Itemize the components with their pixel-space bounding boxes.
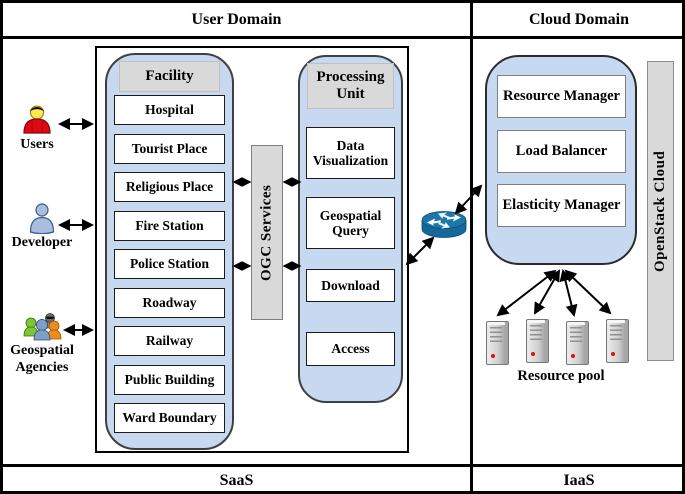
- geospatial-agencies-icon: [21, 312, 63, 342]
- resource-pool-label: Resource pool: [517, 367, 605, 384]
- facility-item-religious-place: Religious Place: [114, 172, 225, 202]
- openstack-cloud-bar: OpenStack Cloud: [647, 61, 674, 361]
- iaas-label: IaaS: [563, 471, 595, 489]
- facility-item-police-station: Police Station: [114, 249, 225, 279]
- cloud-item-elasticity-manager: Elasticity Manager: [497, 184, 626, 227]
- server-icon: [526, 319, 549, 363]
- cloud-domain-header: Cloud Domain: [473, 3, 682, 39]
- users-label: Users: [20, 137, 54, 152]
- processing-item-data-visualization: Data Visualization: [306, 127, 395, 179]
- geospatial-agencies-label: Geospatial Agencies: [10, 343, 74, 375]
- processing-unit-title: Processing Unit: [307, 63, 394, 109]
- user-icon: [19, 102, 55, 136]
- facility-item-public-building: Public Building: [114, 365, 225, 395]
- ogc-services-bar: OGC Services: [251, 145, 283, 320]
- cloud-item-resource-manager: Resource Manager: [497, 75, 626, 118]
- server-icon: [606, 319, 629, 363]
- ogc-services-label: OGC Services: [258, 184, 275, 281]
- processing-item-download: Download: [306, 269, 395, 302]
- processing-item-geospatial-query: Geospatial Query: [306, 197, 395, 249]
- user-domain-title: User Domain: [191, 10, 282, 28]
- facility-item-railway: Railway: [114, 326, 225, 356]
- facility-title: Facility: [119, 61, 220, 92]
- facility-item-ward-boundary: Ward Boundary: [114, 403, 225, 433]
- cloud-domain-title: Cloud Domain: [528, 10, 630, 28]
- server-icon: [486, 321, 509, 365]
- processing-item-access: Access: [306, 332, 395, 366]
- facility-item-tourist-place: Tourist Place: [114, 134, 225, 164]
- facility-item-fire-station: Fire Station: [114, 211, 225, 241]
- saas-label: SaaS: [219, 471, 254, 489]
- cloud-item-load-balancer: Load Balancer: [497, 130, 626, 173]
- router-icon: [420, 205, 468, 242]
- saas-footer: SaaS: [3, 464, 470, 491]
- openstack-cloud-label: OpenStack Cloud: [652, 150, 668, 272]
- developer-label: Developer: [11, 235, 73, 250]
- iaas-footer: IaaS: [473, 464, 682, 491]
- domain-divider: [470, 3, 473, 491]
- developer-icon: [27, 202, 57, 235]
- facility-item-roadway: Roadway: [114, 288, 225, 318]
- server-icon: [566, 321, 589, 365]
- facility-item-hospital: Hospital: [114, 95, 225, 125]
- user-domain-header: User Domain: [3, 3, 470, 39]
